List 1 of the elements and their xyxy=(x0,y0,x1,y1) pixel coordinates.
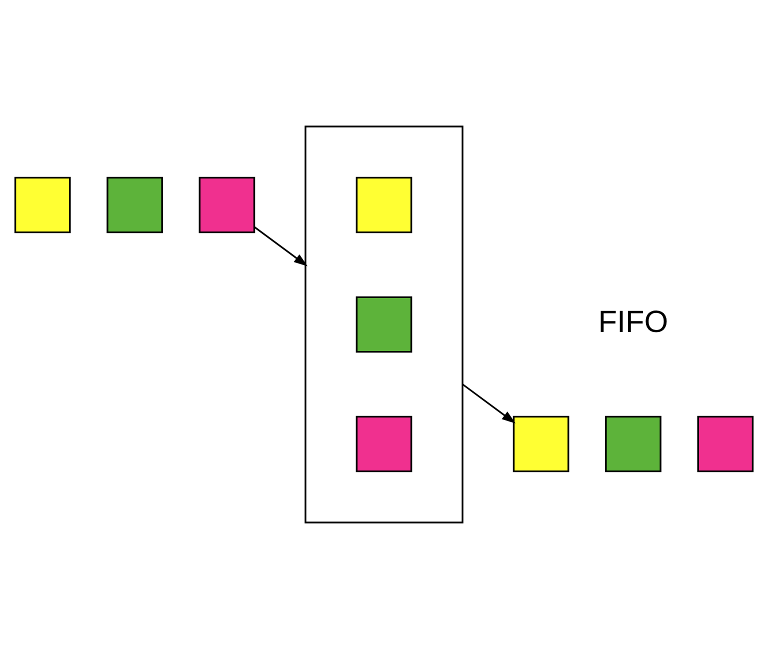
label: FIFO xyxy=(598,304,668,340)
